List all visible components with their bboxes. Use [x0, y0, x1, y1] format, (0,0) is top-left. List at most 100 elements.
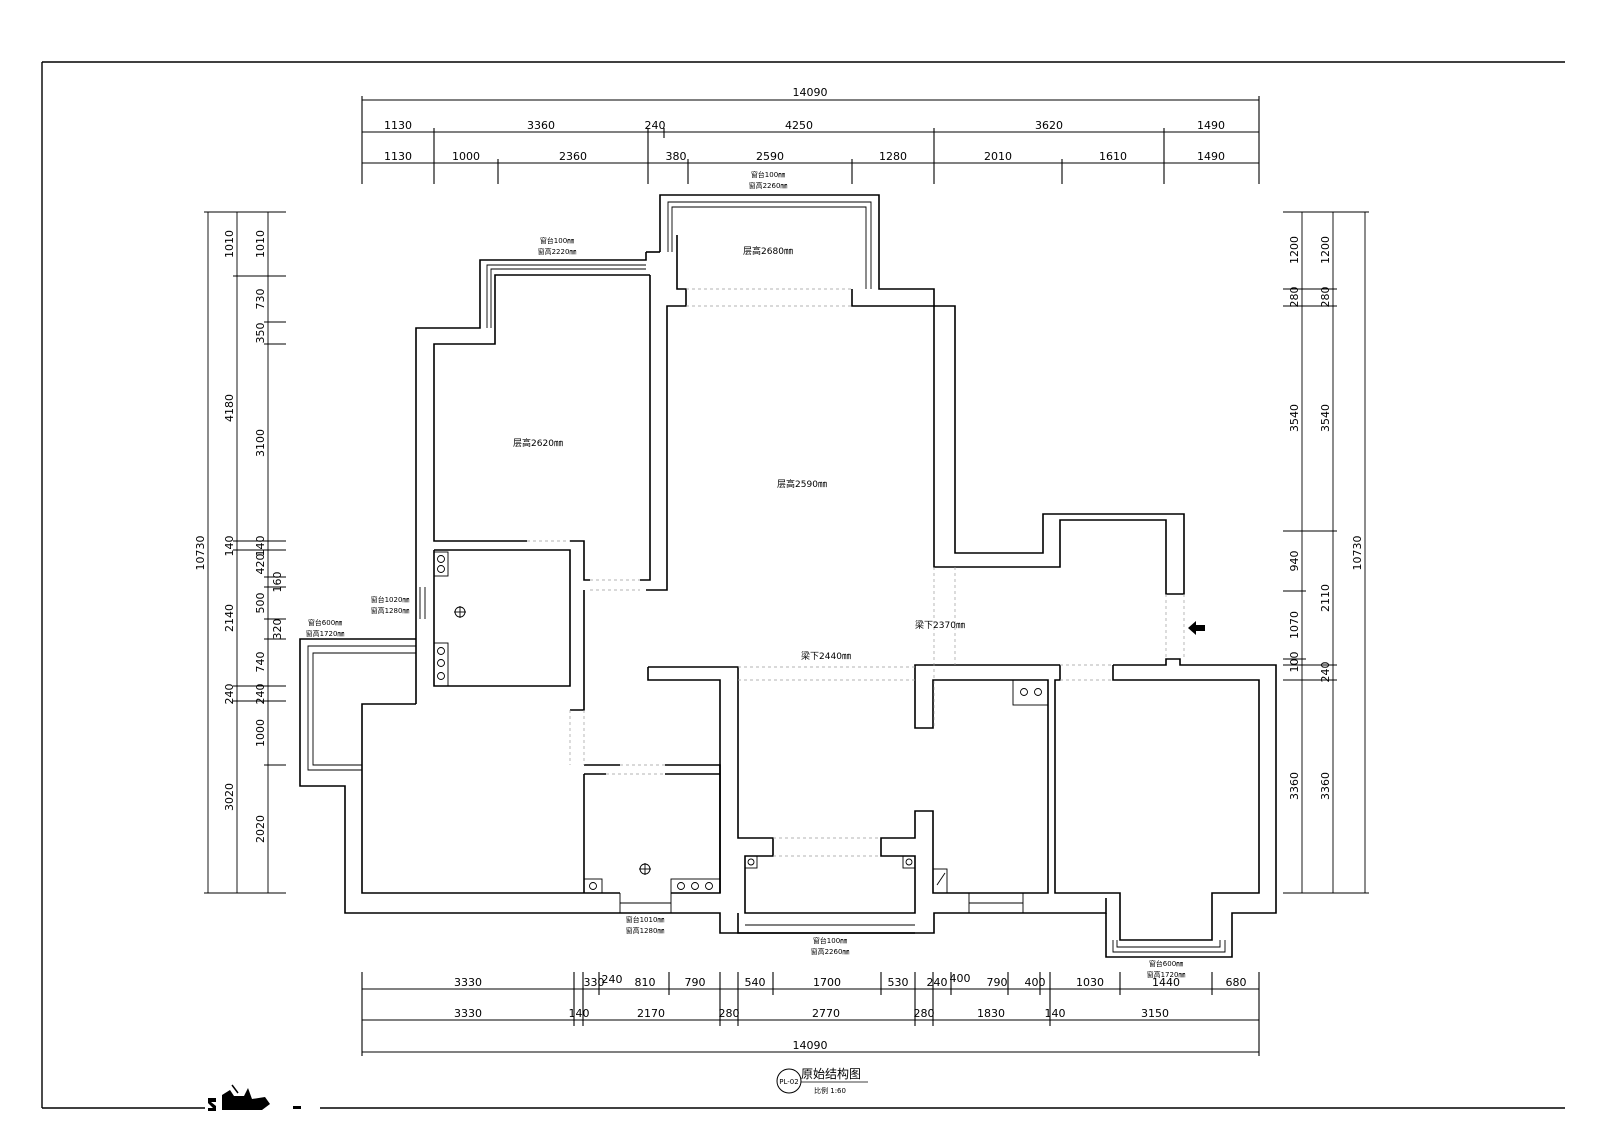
window-bath-height: 窗高1280㎜: [626, 926, 665, 935]
dim-bot-1-9: 240: [927, 976, 948, 989]
dim-bot-2-1: 3330: [454, 1007, 482, 1020]
opening-lines: [527, 288, 1185, 857]
dim-bot-1-5: 790: [685, 976, 706, 989]
dim-top-1-6: 1490: [1197, 119, 1225, 132]
dim-top-1-5: 3620: [1035, 119, 1063, 132]
bath-pipes-icon: [583, 679, 1049, 894]
dim-right-in-3: 3540: [1288, 404, 1301, 432]
dim-right-mid-1: 1200: [1319, 236, 1332, 264]
dim-left-in-12: 1000: [254, 719, 267, 747]
floor-drain-icon: [454, 606, 651, 875]
dim-bot-1-12: 400: [1025, 976, 1046, 989]
dim-left-mid-2: 4180: [223, 394, 236, 422]
dim-left-in-5: 140: [254, 536, 267, 557]
window-bay-sill: 窗台600㎜: [1149, 959, 1183, 968]
dim-left-in-8: 500: [254, 593, 267, 614]
dim-top-2-9: 1490: [1197, 150, 1225, 163]
dim-left-in-10: 740: [254, 652, 267, 673]
window-top-sill: 窗台100㎜: [751, 170, 785, 179]
dim-bot-1-6: 540: [745, 976, 766, 989]
dim-top-1-1: 1130: [384, 119, 412, 132]
window-notes: 窗台100㎜ 窗高2260㎜ 窗台100㎜ 窗高2220㎜ 窗台1020㎜ 窗高…: [306, 170, 1186, 979]
dim-left-in-7: 160: [271, 572, 284, 593]
dim-bot-2-9: 3150: [1141, 1007, 1169, 1020]
dim-top-1-4: 4250: [785, 119, 813, 132]
dim-bot-1-3: 240: [602, 973, 623, 986]
left-bay-wall: [299, 638, 1107, 934]
dim-top-total: 14090: [793, 86, 828, 99]
bottom-dimensions: 3330 330 240 810 790 540 1700 530 240 40…: [454, 972, 1247, 1052]
dim-left-in-3: 350: [254, 323, 267, 344]
dim-bot-1-7: 1700: [813, 976, 841, 989]
dim-right-in-6: 100: [1288, 652, 1301, 673]
dim-left-in-9: 320: [271, 619, 284, 640]
window-left-sill: 窗台600㎜: [308, 618, 342, 627]
dim-left-mid-6: 3020: [223, 783, 236, 811]
window-top-height: 窗高2260㎜: [749, 181, 788, 190]
dim-right-mid-4: 2110: [1319, 584, 1332, 612]
right-dimensions: 1200 280 3540 940 1070 100 3360 1200 280…: [1288, 236, 1364, 800]
dim-bot-1-10: 400: [950, 972, 971, 985]
dim-bot-2-5: 2770: [812, 1007, 840, 1020]
dim-top-2-1: 1130: [384, 150, 412, 163]
beam-height-center: 梁下2440㎜: [801, 650, 851, 662]
ceiling-height-living: 层高2590㎜: [777, 478, 827, 490]
drawing-title-block: PL-02 原始结构图 比例 1:60: [776, 1066, 868, 1095]
drawing-scale: 比例 1:60: [814, 1086, 846, 1095]
dim-top-1-2: 3360: [527, 119, 555, 132]
dim-left-mid-5: 240: [223, 684, 236, 705]
dim-right-in-7: 3360: [1288, 772, 1301, 800]
dim-bot-1-2: 330: [584, 976, 605, 989]
dim-top-2-5: 2590: [756, 150, 784, 163]
sheet-frame: [41, 61, 1565, 1109]
window-bay-height: 窗高1720㎜: [1147, 970, 1186, 979]
window-kitchen-sill: 窗台1020㎜: [371, 595, 410, 604]
dim-bot-1-11: 790: [987, 976, 1008, 989]
dimension-lines: [204, 96, 1369, 1056]
dim-top-2-7: 2010: [984, 150, 1012, 163]
dim-left-in-2: 730: [254, 289, 267, 310]
dim-left-in-4: 3100: [254, 429, 267, 457]
dim-bot-1-8: 530: [888, 976, 909, 989]
dim-bot-2-6: 280: [914, 1007, 935, 1020]
dim-bot-2-2: 140: [569, 1007, 590, 1020]
dim-bot-2-8: 140: [1045, 1007, 1066, 1020]
dim-bot-1-15: 680: [1226, 976, 1247, 989]
dim-bot-1-1: 3330: [454, 976, 482, 989]
dim-right-in-4: 940: [1288, 551, 1301, 572]
dim-top-2-2: 1000: [452, 150, 480, 163]
dim-top-2-4: 380: [666, 150, 687, 163]
dim-left-in-11: 240: [254, 684, 267, 705]
dim-left-mid-3: 140: [223, 536, 236, 557]
fixtures: [433, 551, 1049, 894]
window-upper-left-sill: 窗台100㎜: [540, 236, 574, 245]
beam-height-right: 梁下2370㎜: [915, 619, 965, 631]
dim-right-mid-6: 3360: [1319, 772, 1332, 800]
company-logo: [208, 1084, 301, 1111]
room-labels: 层高2680㎜ 层高2620㎜ 层高2590㎜ 梁下2370㎜ 梁下2440㎜: [513, 245, 965, 662]
dim-bot-total: 14090: [793, 1039, 828, 1052]
top-dimensions: 14090 1130 3360 240 4250 3620 1490 1130 …: [384, 86, 1225, 163]
dim-bot-1-14: 1440: [1152, 976, 1180, 989]
window-left-height: 窗高1720㎜: [306, 629, 345, 638]
dim-bot-2-4: 280: [719, 1007, 740, 1020]
dim-left-in-6: 420: [254, 554, 267, 575]
window-bottom-height: 窗高2260㎜: [811, 947, 850, 956]
window-upper-left-height: 窗高2220㎜: [538, 247, 577, 256]
dim-left-mid-1: 1010: [223, 230, 236, 258]
window-kitchen-height: 窗高1280㎜: [371, 606, 410, 615]
top-balcony-wall: [659, 194, 1185, 595]
drawing-code: PL-02: [779, 1078, 798, 1086]
upper-left-room-wall: [415, 252, 647, 704]
dim-bot-1-13: 1030: [1076, 976, 1104, 989]
dim-left-in-13: 2020: [254, 815, 267, 843]
dim-right-mid-2: 280: [1319, 287, 1332, 308]
dim-left-outer: 10730: [194, 536, 207, 571]
dim-top-2-3: 2360: [559, 150, 587, 163]
window-bath-sill: 窗台1010㎜: [626, 915, 665, 924]
window-bottom-sill: 窗台100㎜: [813, 936, 847, 945]
dim-top-1-3: 240: [645, 119, 666, 132]
dim-right-in-2: 280: [1288, 287, 1301, 308]
dim-right-outer: 10730: [1351, 536, 1364, 571]
